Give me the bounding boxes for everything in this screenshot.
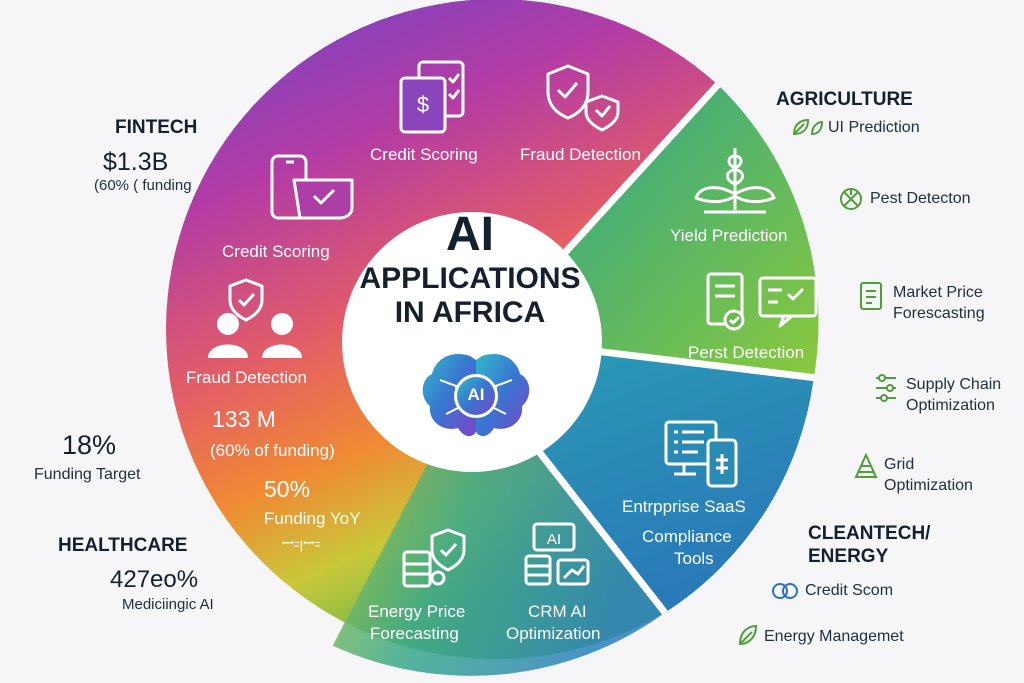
- agri-outer-supply-line2: Optimization: [906, 397, 995, 414]
- leaf-prediction-icon: [792, 118, 824, 136]
- fintech-growth-glyphs: ꟷ꞊ꞁꟷ꞊: [282, 535, 321, 551]
- enterprise-saas: Entrpprise SaaS: [622, 497, 746, 516]
- users-shield-icon: [208, 278, 302, 358]
- credit-document-icon: $: [399, 60, 465, 134]
- market-doc-icon: [860, 282, 882, 310]
- agri-outer-grid-line2: Optimization: [884, 477, 973, 494]
- healthcare-heading: HEALTHCARE: [58, 535, 188, 556]
- crm-ai-line2: Optimization: [506, 624, 601, 643]
- center-title-applications: APPLICATIONS: [359, 262, 581, 295]
- grid-icon: [854, 452, 878, 478]
- agriculture-heading: AGRICULTURE: [776, 89, 913, 110]
- crm-ai-line1: CRM AI: [528, 602, 587, 621]
- center-title-ai: AI: [446, 208, 494, 261]
- fintech-heading: FINTECH: [115, 117, 198, 138]
- fraud-shield-icon: [546, 64, 620, 132]
- supply-chain-icon: [876, 374, 896, 402]
- energy-price-icon: [402, 528, 466, 588]
- energy-price-line2: Forecasting: [370, 624, 459, 643]
- segment-energy-bottom: [332, 420, 665, 676]
- crm-ai-icon: AI: [524, 522, 590, 586]
- credit-score-icon: [772, 583, 798, 599]
- fintech-credit-scoring-top: Credit Scoring: [370, 145, 478, 164]
- funding-target-label: Funding Target: [34, 466, 141, 483]
- segment-enterprise: [514, 346, 814, 613]
- funding-target-value: 18%: [62, 430, 117, 460]
- energy-heading-line2: ENERGY: [808, 546, 889, 567]
- agri-perst-detection: Perst Detection: [688, 343, 805, 362]
- plant-icon: [694, 148, 776, 214]
- agri-outer-market-line1: Market Price: [893, 284, 983, 301]
- fintech-credit-scoring-left: Credit Scoring: [222, 242, 330, 261]
- fintech-share-inner: (60% of funding): [210, 441, 335, 460]
- svg-text:AI: AI: [547, 531, 561, 548]
- energy-icon: [738, 624, 758, 646]
- segment-fintech-healthcare: [166, 0, 718, 660]
- svg-text:$: $: [417, 92, 429, 117]
- healthcare-value: 427eo%: [110, 566, 199, 593]
- agri-outer-supply-line1: Supply Chain: [906, 376, 1002, 393]
- agri-yield-prediction: Yield Prediction: [670, 226, 788, 245]
- fintech-fraud-detection-left: Fraud Detection: [186, 368, 307, 387]
- center-disc: [342, 212, 602, 472]
- phone-check-icon: [270, 154, 354, 220]
- energy-outer-credit: Credit Scom: [805, 582, 894, 599]
- center-title-in-africa: IN AFRICA: [394, 296, 546, 329]
- healthcare-label: Mediciingic AI: [122, 596, 214, 613]
- fintech-growth-label: Funding YoY: [264, 509, 361, 528]
- document-chart-icon: [706, 272, 818, 331]
- fintech-amount: $1.3B: [103, 148, 169, 176]
- pest-icon: [840, 188, 862, 210]
- saas-devices-icon: [664, 420, 738, 488]
- agri-outer-pest: Pest Detecton: [870, 190, 971, 207]
- enterprise-tools: Tools: [674, 549, 714, 568]
- fintech-share: (60% ( funding: [94, 177, 192, 194]
- agri-outer-market-line2: Forescasting: [893, 305, 985, 322]
- segment-agriculture: [535, 84, 819, 378]
- agri-outer-prediction: UI Prediction: [828, 119, 920, 136]
- fintech-amount-inner: 133 M: [212, 406, 276, 432]
- brain-label: AI: [467, 385, 485, 404]
- energy-heading-line1: CLEANTECH/: [808, 523, 931, 544]
- fintech-fraud-detection-top: Fraud Detection: [520, 145, 641, 164]
- energy-outer-management: Energy Managemet: [764, 628, 904, 645]
- enterprise-compliance: Compliance: [642, 527, 732, 546]
- brain-ai-icon: [422, 354, 530, 437]
- agri-outer-grid-line1: Grid: [884, 456, 915, 473]
- fintech-growth-value: 50%: [264, 476, 311, 502]
- energy-price-line1: Energy Price: [368, 602, 466, 621]
